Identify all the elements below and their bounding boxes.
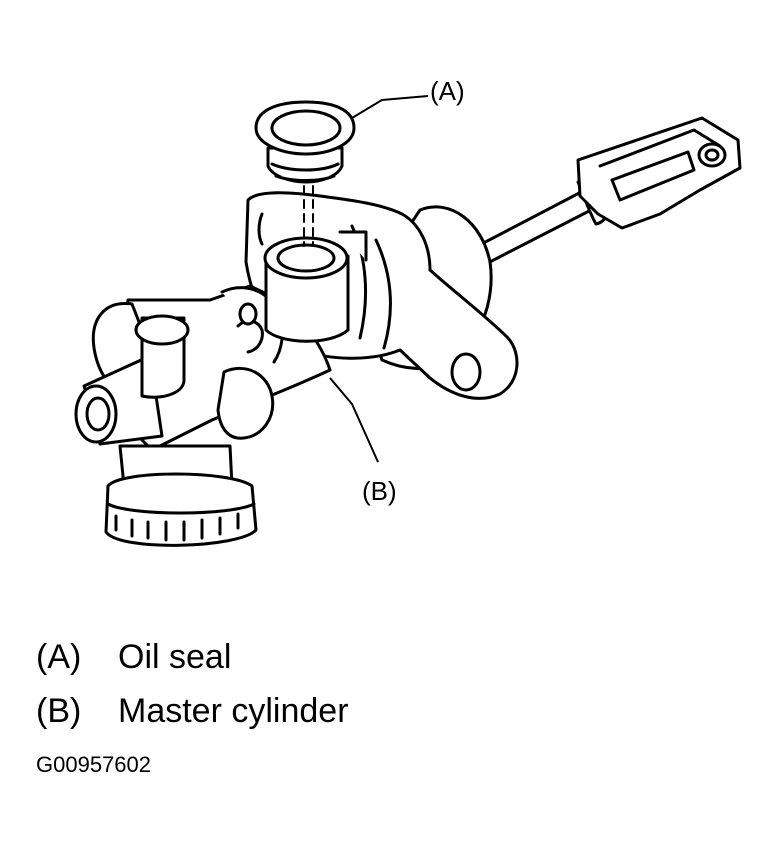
legend-label: Master cylinder bbox=[118, 692, 349, 730]
callout-label-a: (A) bbox=[430, 76, 465, 106]
inlet-boss bbox=[263, 230, 368, 343]
callout-a: (A) bbox=[351, 76, 465, 119]
callout-label-b: (B) bbox=[362, 476, 397, 506]
oil-seal-part bbox=[254, 100, 356, 184]
figure-code: G00957602 bbox=[36, 752, 151, 777]
master-cylinder-diagram: (A) (B) bbox=[74, 76, 742, 547]
legend-key: (A) bbox=[36, 638, 82, 676]
legend-label: Oil seal bbox=[118, 638, 232, 676]
leader-line-b bbox=[329, 377, 379, 463]
legend-item-oil-seal: (A) Oil seal bbox=[36, 630, 349, 684]
outlet-fitting bbox=[74, 314, 190, 446]
clevis bbox=[576, 116, 742, 230]
legend-key: (B) bbox=[36, 692, 82, 730]
reservoir-cap bbox=[104, 444, 258, 547]
leader-line-a bbox=[351, 95, 429, 119]
legend-item-master-cylinder: (B) Master cylinder bbox=[36, 684, 349, 738]
legend: (A) Oil seal (B) Master cylinder bbox=[36, 630, 349, 738]
callout-b: (B) bbox=[329, 377, 397, 506]
